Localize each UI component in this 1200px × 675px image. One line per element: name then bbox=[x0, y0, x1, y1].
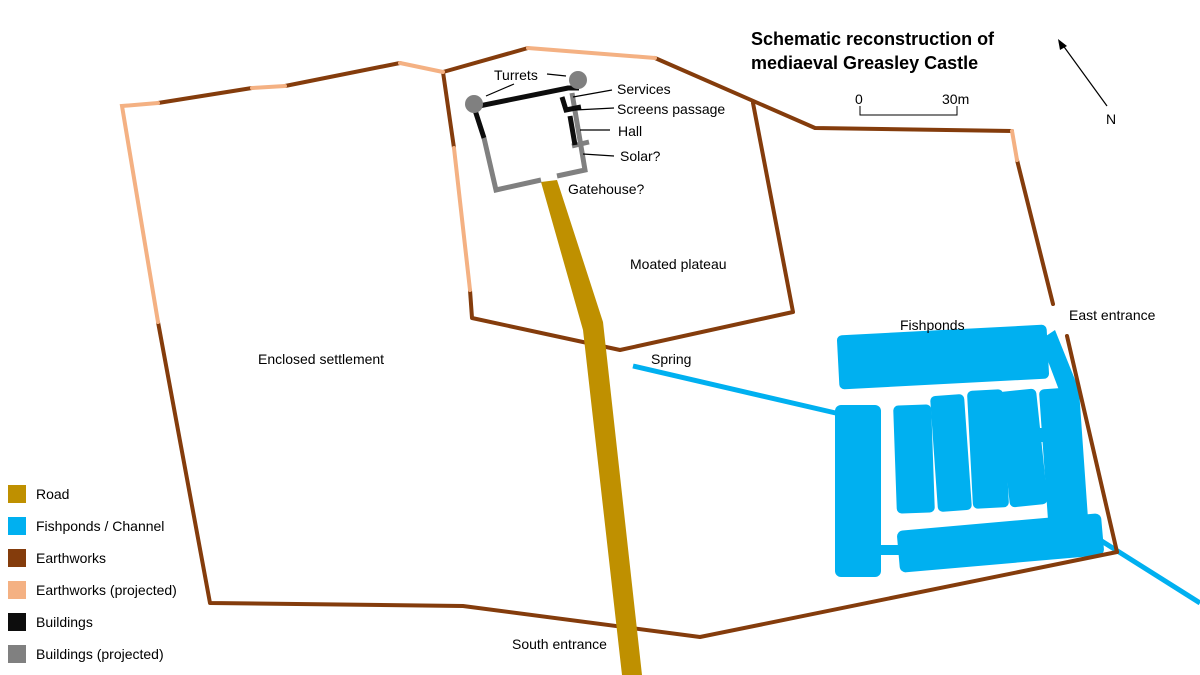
scale-end-label: 30m bbox=[942, 91, 969, 107]
legend-item-buildings: Buildings bbox=[8, 606, 177, 638]
label-screens-passage: Screens passage bbox=[617, 101, 725, 117]
legend-item-earthworks-projected: Earthworks (projected) bbox=[8, 574, 177, 606]
label-enclosed-settlement: Enclosed settlement bbox=[258, 351, 384, 367]
legend-label: Earthworks bbox=[36, 550, 107, 566]
legend-item-earthworks: Earthworks bbox=[8, 542, 177, 574]
label-east-entrance: East entrance bbox=[1069, 307, 1156, 323]
label-spring: Spring bbox=[651, 351, 691, 367]
legend-label: Buildings (projected) bbox=[36, 646, 164, 662]
fishponds bbox=[835, 324, 1104, 577]
fishpond-2 bbox=[930, 394, 972, 512]
scale-bar bbox=[859, 106, 958, 116]
fishpond-5 bbox=[1039, 387, 1089, 537]
legend-item-road: Road bbox=[8, 478, 177, 510]
fishpond-link bbox=[1030, 428, 1060, 442]
fishpond-3 bbox=[967, 389, 1009, 509]
legend: Road Fishponds / Channel Earthworks Eart… bbox=[8, 478, 177, 670]
fishpond-1 bbox=[893, 404, 935, 514]
buildings bbox=[470, 85, 582, 146]
label-moated-plateau: Moated plateau bbox=[630, 256, 727, 272]
north-label: N bbox=[1106, 111, 1116, 127]
earthworks bbox=[156, 46, 1119, 639]
legend-swatch-earthworks bbox=[8, 549, 26, 567]
legend-swatch-buildings bbox=[8, 613, 26, 631]
legend-item-buildings-projected: Buildings (projected) bbox=[8, 638, 177, 670]
label-turrets: Turrets bbox=[494, 67, 538, 83]
fishpond-north bbox=[836, 324, 1050, 390]
title-line-2: mediaeval Greasley Castle bbox=[751, 53, 978, 73]
earthworks-projected bbox=[119, 46, 1019, 324]
leader-lines bbox=[485, 73, 615, 157]
label-south-entrance: South entrance bbox=[512, 636, 607, 652]
legend-label: Buildings bbox=[36, 614, 93, 630]
legend-label: Road bbox=[36, 486, 70, 502]
legend-item-fishponds: Fishponds / Channel bbox=[8, 510, 177, 542]
label-services: Services bbox=[617, 81, 671, 97]
north-arrow-icon bbox=[1058, 39, 1108, 107]
fishpond-4 bbox=[998, 388, 1048, 508]
legend-label: Earthworks (projected) bbox=[36, 582, 177, 598]
fishpond-south bbox=[897, 513, 1104, 573]
legend-swatch-road bbox=[8, 485, 26, 503]
fishpond-west bbox=[835, 405, 881, 577]
label-gatehouse: Gatehouse? bbox=[568, 181, 644, 197]
title-line-1: Schematic reconstruction of bbox=[751, 29, 995, 49]
label-hall: Hall bbox=[618, 123, 642, 139]
legend-swatch-earthworks-projected bbox=[8, 581, 26, 599]
label-solar: Solar? bbox=[620, 148, 661, 164]
turret-east bbox=[569, 71, 587, 89]
road bbox=[541, 180, 642, 675]
legend-swatch-fishponds bbox=[8, 517, 26, 535]
turret-west bbox=[465, 95, 483, 113]
fishpond-east-channel bbox=[1040, 330, 1080, 398]
scale-start-label: 0 bbox=[855, 91, 863, 107]
buildings-projected bbox=[481, 92, 590, 193]
label-fishponds: Fishponds bbox=[900, 317, 965, 333]
fishpond-sw-link bbox=[878, 545, 902, 555]
legend-label: Fishponds / Channel bbox=[36, 518, 165, 534]
legend-swatch-buildings-projected bbox=[8, 645, 26, 663]
spring-channel bbox=[632, 363, 841, 417]
